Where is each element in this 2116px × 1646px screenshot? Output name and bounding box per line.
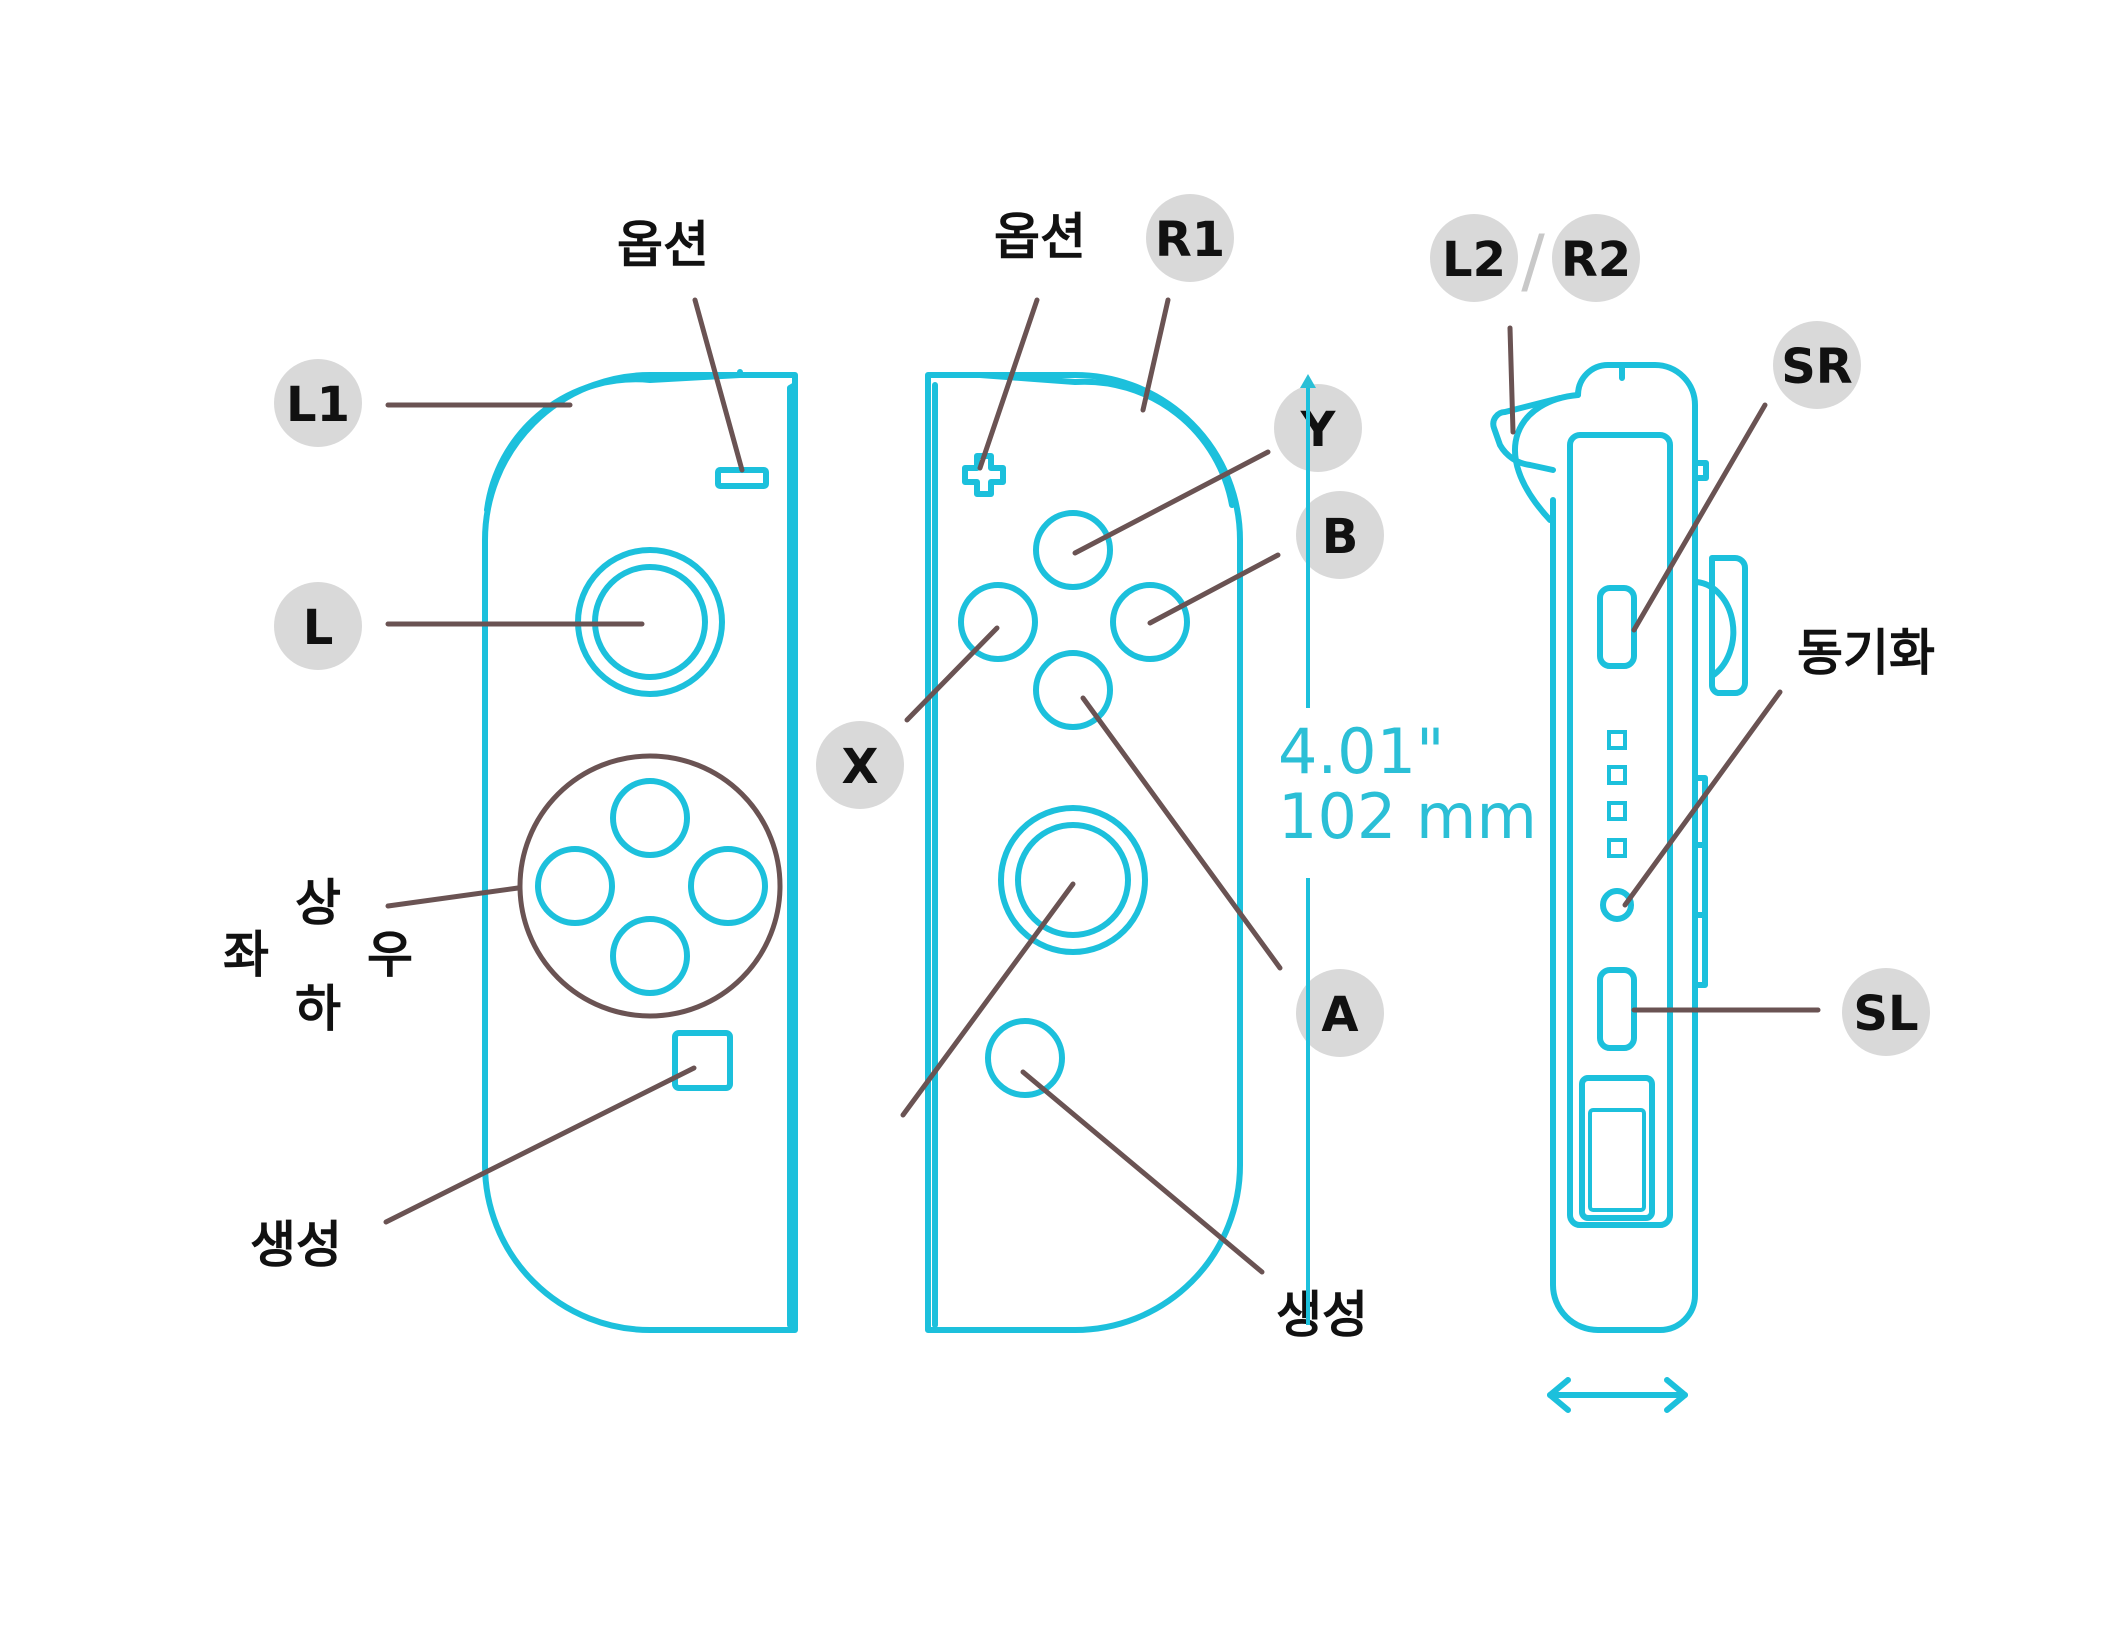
side-view-body (1550, 362, 1698, 1333)
leader-sync (1622, 689, 1783, 908)
width-dimension (1547, 1377, 1688, 1413)
leader-b (1147, 552, 1281, 626)
r-stick-ring[interactable] (998, 805, 1148, 955)
leader-y (1072, 449, 1271, 556)
r1-label: R1 (1155, 212, 1225, 268)
sl-button[interactable] (1597, 967, 1637, 1051)
width-arrow-left (1547, 1377, 1571, 1413)
dpad-left-label: 좌 (223, 926, 269, 984)
l2-r2-separator: / (1521, 220, 1545, 302)
right-option-label: 옵션 (994, 208, 1086, 266)
sync-button[interactable] (1600, 888, 1634, 922)
dpad-left-button[interactable] (535, 846, 615, 926)
y-button[interactable] (1033, 510, 1113, 590)
dimension-mm: 102 mm (1278, 780, 1537, 853)
leader-sr (1631, 402, 1768, 633)
x-badge (816, 721, 904, 809)
option-plus-button[interactable] (962, 453, 1006, 497)
leader-l2-r2 (1507, 325, 1516, 435)
leader-a (1080, 695, 1283, 971)
right-joycon-r1-bumper (977, 372, 1235, 508)
sync-label: 동기화 (1797, 624, 1935, 682)
left-joycon-rail (787, 382, 798, 1328)
b-button[interactable] (1110, 582, 1190, 662)
l-stick-badge (274, 582, 362, 670)
leader-right-create (1020, 1069, 1265, 1275)
leader-x (904, 625, 1000, 723)
zr-trigger[interactable] (1490, 362, 1625, 473)
leader-left-create (383, 1065, 697, 1225)
left-joycon-l1-bumper (484, 369, 798, 513)
dpad-down-button[interactable] (610, 916, 690, 996)
left-option-label: 옵션 (617, 216, 709, 274)
l2-label: L2 (1442, 232, 1506, 288)
dpad-up-label: 상 (295, 874, 341, 932)
player-led-4 (1607, 838, 1627, 858)
dpad-up-button[interactable] (610, 778, 690, 858)
leader-r1 (1140, 297, 1171, 413)
side-view-stick-profile (1694, 555, 1748, 696)
l1-badge (274, 359, 362, 447)
right-joycon: R1 Y B X A 옵션 생성 4.01" 102 mm (816, 194, 1537, 1344)
a-badge (1296, 969, 1384, 1057)
side-rail-window (1567, 432, 1673, 1228)
player-led-3 (1607, 801, 1627, 821)
l1-label: L1 (286, 377, 350, 433)
r2-badge (1552, 214, 1640, 302)
l-stick-label: L (303, 600, 334, 656)
r-stick-cap[interactable] (1015, 822, 1131, 938)
dpad-right-label: 우 (367, 926, 413, 984)
x-label: X (841, 739, 878, 795)
capture-create-button[interactable] (672, 1030, 733, 1091)
player-led-1 (1607, 730, 1627, 750)
home-button[interactable] (985, 1018, 1065, 1098)
r2-label: R2 (1561, 232, 1631, 288)
dpad-down-label: 하 (295, 980, 341, 1038)
trigger-arc (1512, 392, 1581, 523)
leader-left-option (692, 297, 745, 473)
l2-badge (1430, 214, 1518, 302)
a-button[interactable] (1033, 650, 1113, 730)
player-led-2 (1607, 765, 1627, 785)
left-joycon: L1 L 옵션 상 좌 우 하 생성 (223, 216, 798, 1333)
r1-badge (1146, 194, 1234, 282)
a-label: A (1321, 987, 1358, 1043)
x-button[interactable] (958, 582, 1038, 662)
sr-badge (1773, 321, 1861, 409)
rail-lock-slot (1579, 1075, 1655, 1221)
side-view-joycon: L2 / R2 SR SL 동기화 (1430, 214, 1935, 1413)
b-badge (1296, 491, 1384, 579)
dimension-inches: 4.01" (1278, 715, 1445, 788)
side-view-side-buttons (1692, 460, 1709, 988)
dpad-right-button[interactable] (688, 846, 768, 926)
leader-r-stick (900, 881, 1076, 1118)
sr-label: SR (1781, 339, 1853, 395)
leader-right-option (977, 297, 1040, 471)
height-dimension: 4.01" 102 mm (1278, 374, 1537, 1325)
y-badge (1274, 384, 1362, 472)
y-label: Y (1300, 402, 1337, 458)
rail-lock-slot-inner (1588, 1108, 1646, 1212)
dimension-arrow-top (1300, 374, 1316, 388)
leader-dpad (385, 885, 521, 909)
width-arrow-right (1664, 1377, 1688, 1413)
right-create-label: 생성 (1276, 1286, 1368, 1344)
left-create-label: 생성 (250, 1216, 342, 1274)
sr-button[interactable] (1597, 585, 1637, 669)
sl-label: SL (1853, 986, 1918, 1042)
sl-badge (1842, 968, 1930, 1056)
dpad-highlight-ring (517, 753, 783, 1019)
right-joycon-body (925, 372, 1243, 1333)
b-label: B (1322, 509, 1359, 565)
